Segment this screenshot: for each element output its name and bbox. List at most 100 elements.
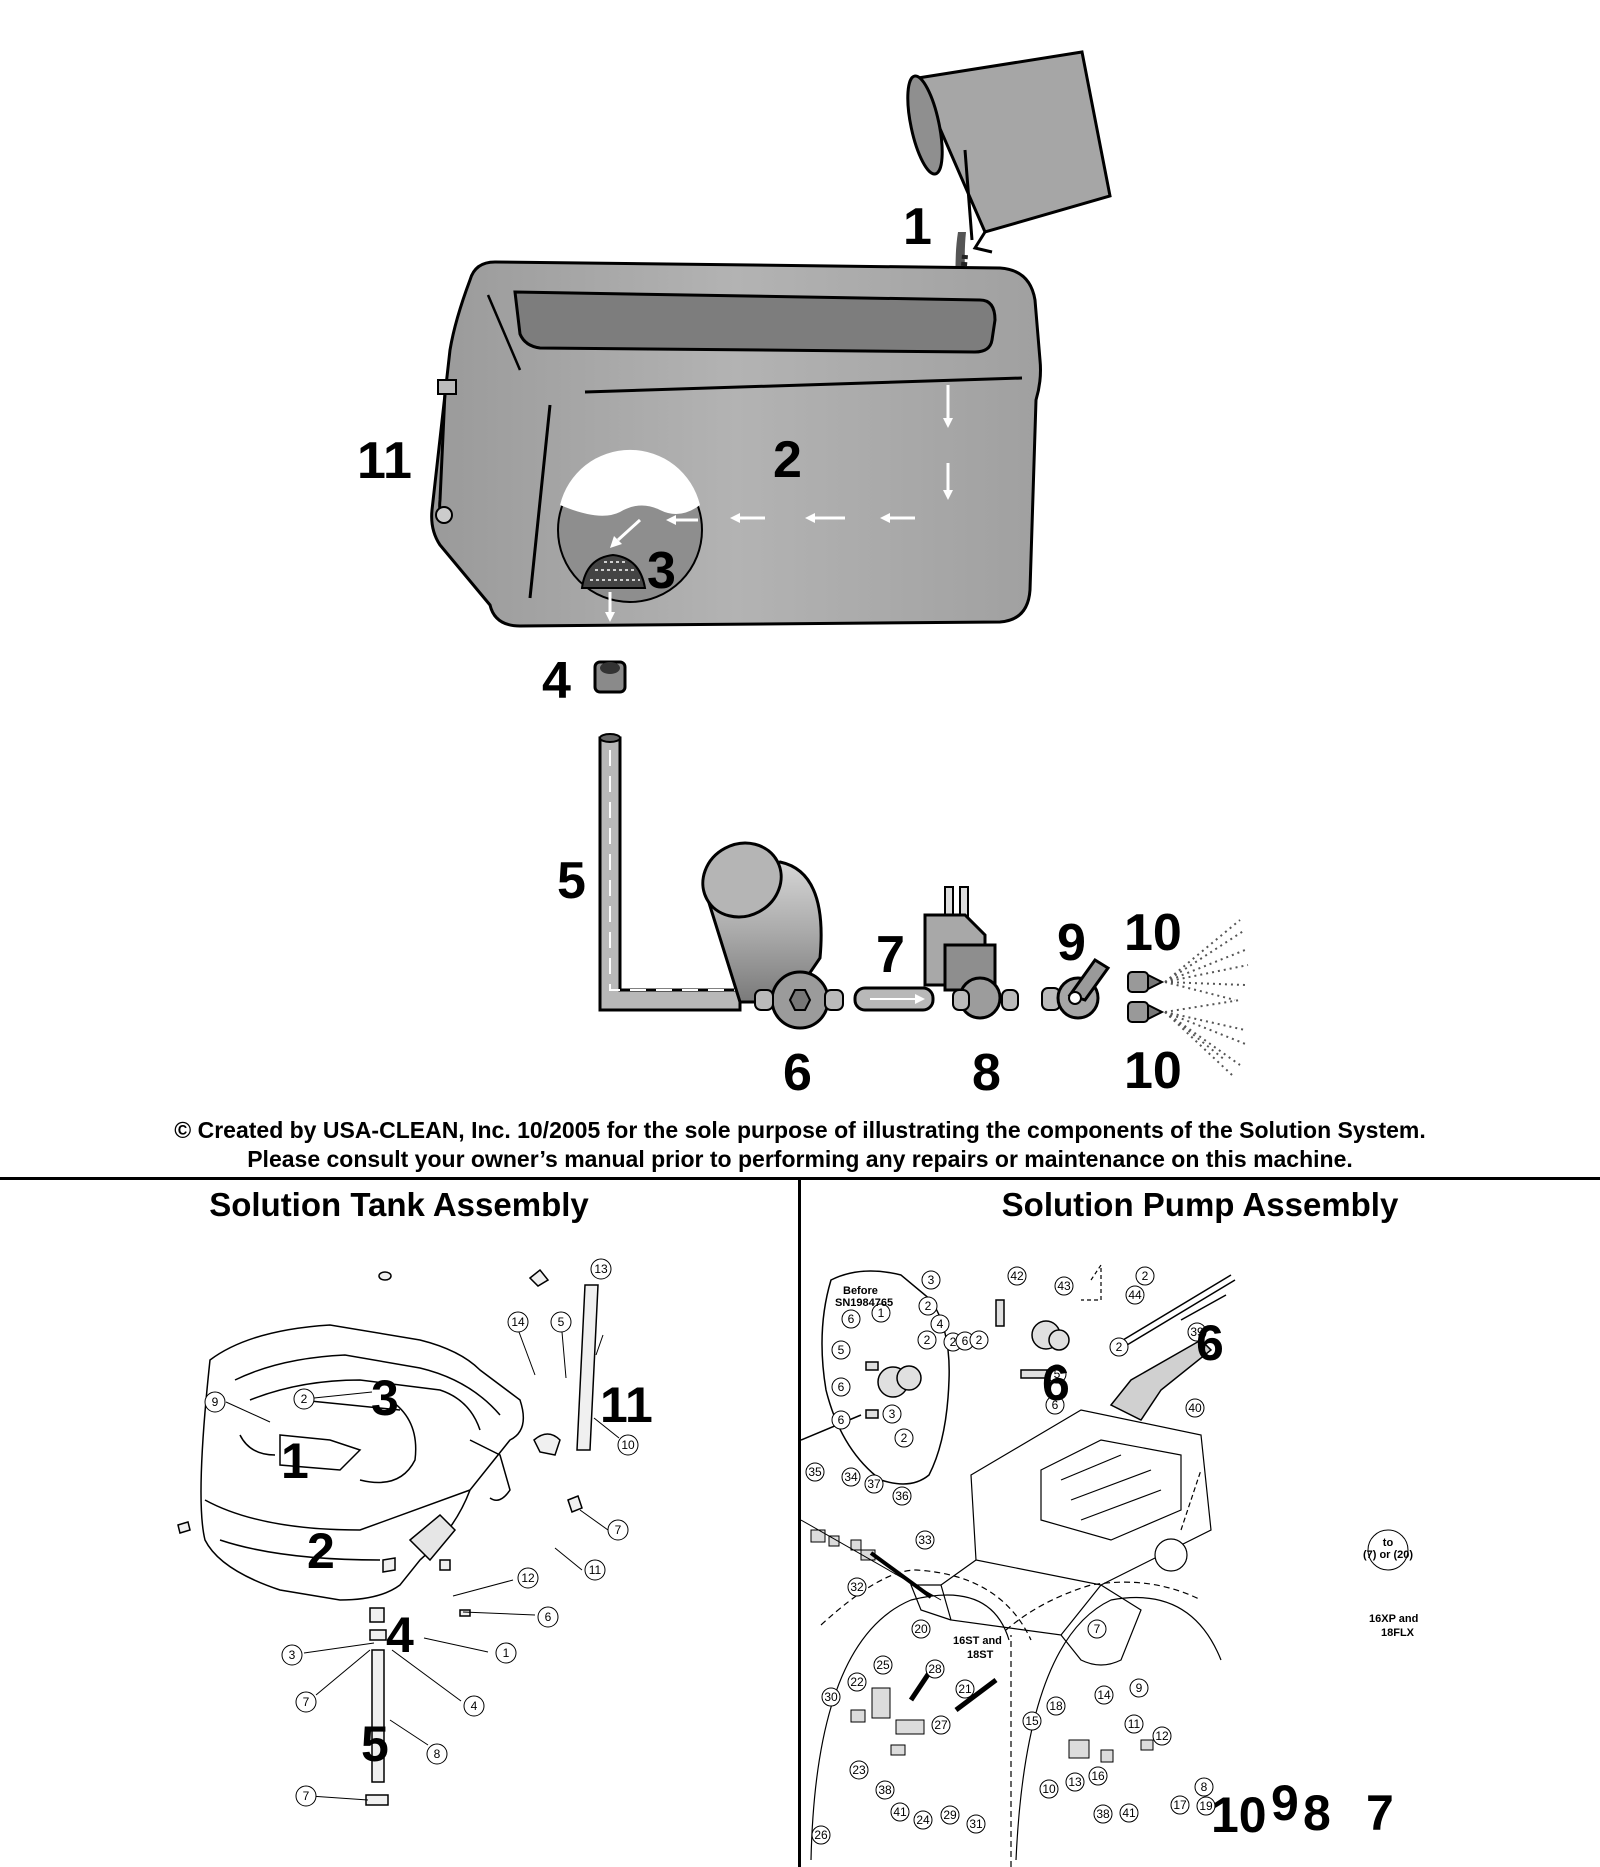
svg-text:30: 30 (824, 1690, 838, 1704)
svg-text:13: 13 (594, 1262, 608, 1276)
pump-big-label: 6 (1196, 1315, 1224, 1371)
flow-label: 9 (1057, 914, 1086, 972)
svg-text:1: 1 (878, 1306, 885, 1320)
svg-text:9: 9 (1136, 1681, 1143, 1695)
svg-text:3: 3 (889, 1407, 896, 1421)
callout: 10 (617, 1434, 639, 1456)
svg-text:to: to (1383, 1537, 1394, 1549)
callout: 6 (1045, 1395, 1065, 1415)
flow-label: 11 (357, 432, 412, 490)
svg-text:9: 9 (212, 1395, 219, 1409)
tank-big-label: 4 (386, 1607, 414, 1663)
machine-chassis-icon (910, 1409, 1212, 1666)
pump-head-icon (865, 1299, 1070, 1419)
svg-text:3: 3 (928, 1273, 935, 1287)
spray-jets-icon (1127, 919, 1249, 1076)
svg-text:7: 7 (1094, 1622, 1101, 1636)
tank-big-label: 5 (361, 1716, 389, 1772)
svg-text:15: 15 (1025, 1714, 1039, 1728)
svg-text:2: 2 (1116, 1340, 1123, 1354)
callout: 27 (931, 1715, 951, 1735)
callout: 16 (1088, 1766, 1108, 1786)
callout: 2 (918, 1296, 938, 1316)
callout: 28 (925, 1659, 945, 1679)
svg-text:33: 33 (918, 1533, 932, 1547)
svg-text:12: 12 (521, 1571, 535, 1585)
flow-label: 5 (557, 852, 586, 910)
callout: 43 (1054, 1276, 1074, 1296)
callout: 9 (204, 1391, 226, 1413)
callout: 41 (1119, 1803, 1139, 1823)
bucket-icon (906, 50, 1112, 254)
pump-assembly-title: Solution Pump Assembly (1001, 1186, 1399, 1223)
callout: 37 (864, 1474, 884, 1494)
callout: 3 (281, 1644, 303, 1666)
callout: 40 (1185, 1398, 1205, 1418)
solution-flow-diagram: 1 2 3 4 5 6 7 8 9 10 10 11 (357, 50, 1249, 1102)
detail-outline (810, 1263, 1222, 1867)
spray-valve-icon (1041, 957, 1111, 1020)
callout: 8 (1194, 1777, 1214, 1797)
svg-text:16: 16 (1091, 1769, 1105, 1783)
tank-big-label: 1 (281, 1433, 309, 1489)
svg-text:5: 5 (558, 1315, 565, 1329)
callout: 2 (917, 1330, 937, 1350)
callout: 1 (495, 1642, 517, 1664)
tank-assembly-title: Solution Tank Assembly (209, 1186, 589, 1223)
svg-text:4: 4 (937, 1317, 944, 1331)
flow-label: 8 (972, 1044, 1001, 1102)
note-before: Before (843, 1285, 878, 1297)
svg-text:14: 14 (1097, 1688, 1111, 1702)
callout: 5 (550, 1311, 572, 1333)
pump-big-label: 6 (1042, 1355, 1070, 1411)
pump-big-label: 9 (1271, 1775, 1299, 1831)
callout: 19 (1196, 1796, 1216, 1816)
callout: 35 (805, 1462, 825, 1482)
flow-label: 1 (903, 198, 932, 256)
svg-text:2: 2 (901, 1431, 908, 1445)
flow-label: 3 (647, 542, 676, 600)
svg-text:10: 10 (1042, 1782, 1056, 1796)
svg-text:8: 8 (434, 1747, 441, 1761)
solution-pump-icon (701, 841, 844, 1030)
note-models-right-2: 18FLX (1381, 1627, 1415, 1639)
callout: 20 (911, 1619, 931, 1639)
svg-text:20: 20 (914, 1622, 928, 1636)
svg-text:27: 27 (934, 1718, 948, 1732)
vertical-divider (798, 1177, 801, 1867)
svg-text:2: 2 (976, 1333, 983, 1347)
tank-callouts: 2 9 14 5 13 10 7 11 12 6 3 1 7 4 8 7 (204, 1258, 639, 1807)
callout: 7 (1087, 1619, 1107, 1639)
svg-text:29: 29 (943, 1808, 957, 1822)
svg-text:13: 13 (1068, 1775, 1082, 1789)
callout: 2 (894, 1428, 914, 1448)
svg-text:31: 31 (969, 1817, 983, 1831)
note-models-left-1: 16ST and (953, 1635, 1002, 1647)
callout: 3 (921, 1270, 941, 1290)
callout: 41 (890, 1802, 910, 1822)
callout: 8 (426, 1743, 448, 1765)
callout: 2 (969, 1330, 989, 1350)
svg-text:25: 25 (876, 1658, 890, 1672)
tank-body-icon (200, 1324, 525, 1601)
tank-big-label: 2 (307, 1523, 335, 1579)
note-models-right-1: 16XP and (1369, 1613, 1418, 1625)
callout: 15 (1022, 1711, 1042, 1731)
svg-text:3: 3 (289, 1648, 296, 1662)
svg-text:26: 26 (814, 1828, 828, 1842)
callout: 18 (1046, 1696, 1066, 1716)
callout: 39 (1187, 1322, 1207, 1342)
callout: 7 (607, 1519, 629, 1541)
callout: 13 (590, 1258, 612, 1280)
callout: 38 (875, 1780, 895, 1800)
svg-text:28: 28 (928, 1662, 942, 1676)
callout: 34 (841, 1467, 861, 1487)
flow-label: 4 (542, 652, 571, 710)
svg-text:(7) or (20): (7) or (20) (1363, 1549, 1413, 1561)
callout: 5 (831, 1340, 851, 1360)
svg-text:14: 14 (511, 1315, 525, 1329)
svg-text:22: 22 (850, 1675, 864, 1689)
svg-text:2: 2 (950, 1335, 957, 1349)
pump-big-label: 7 (1366, 1785, 1394, 1841)
svg-text:38: 38 (1096, 1807, 1110, 1821)
